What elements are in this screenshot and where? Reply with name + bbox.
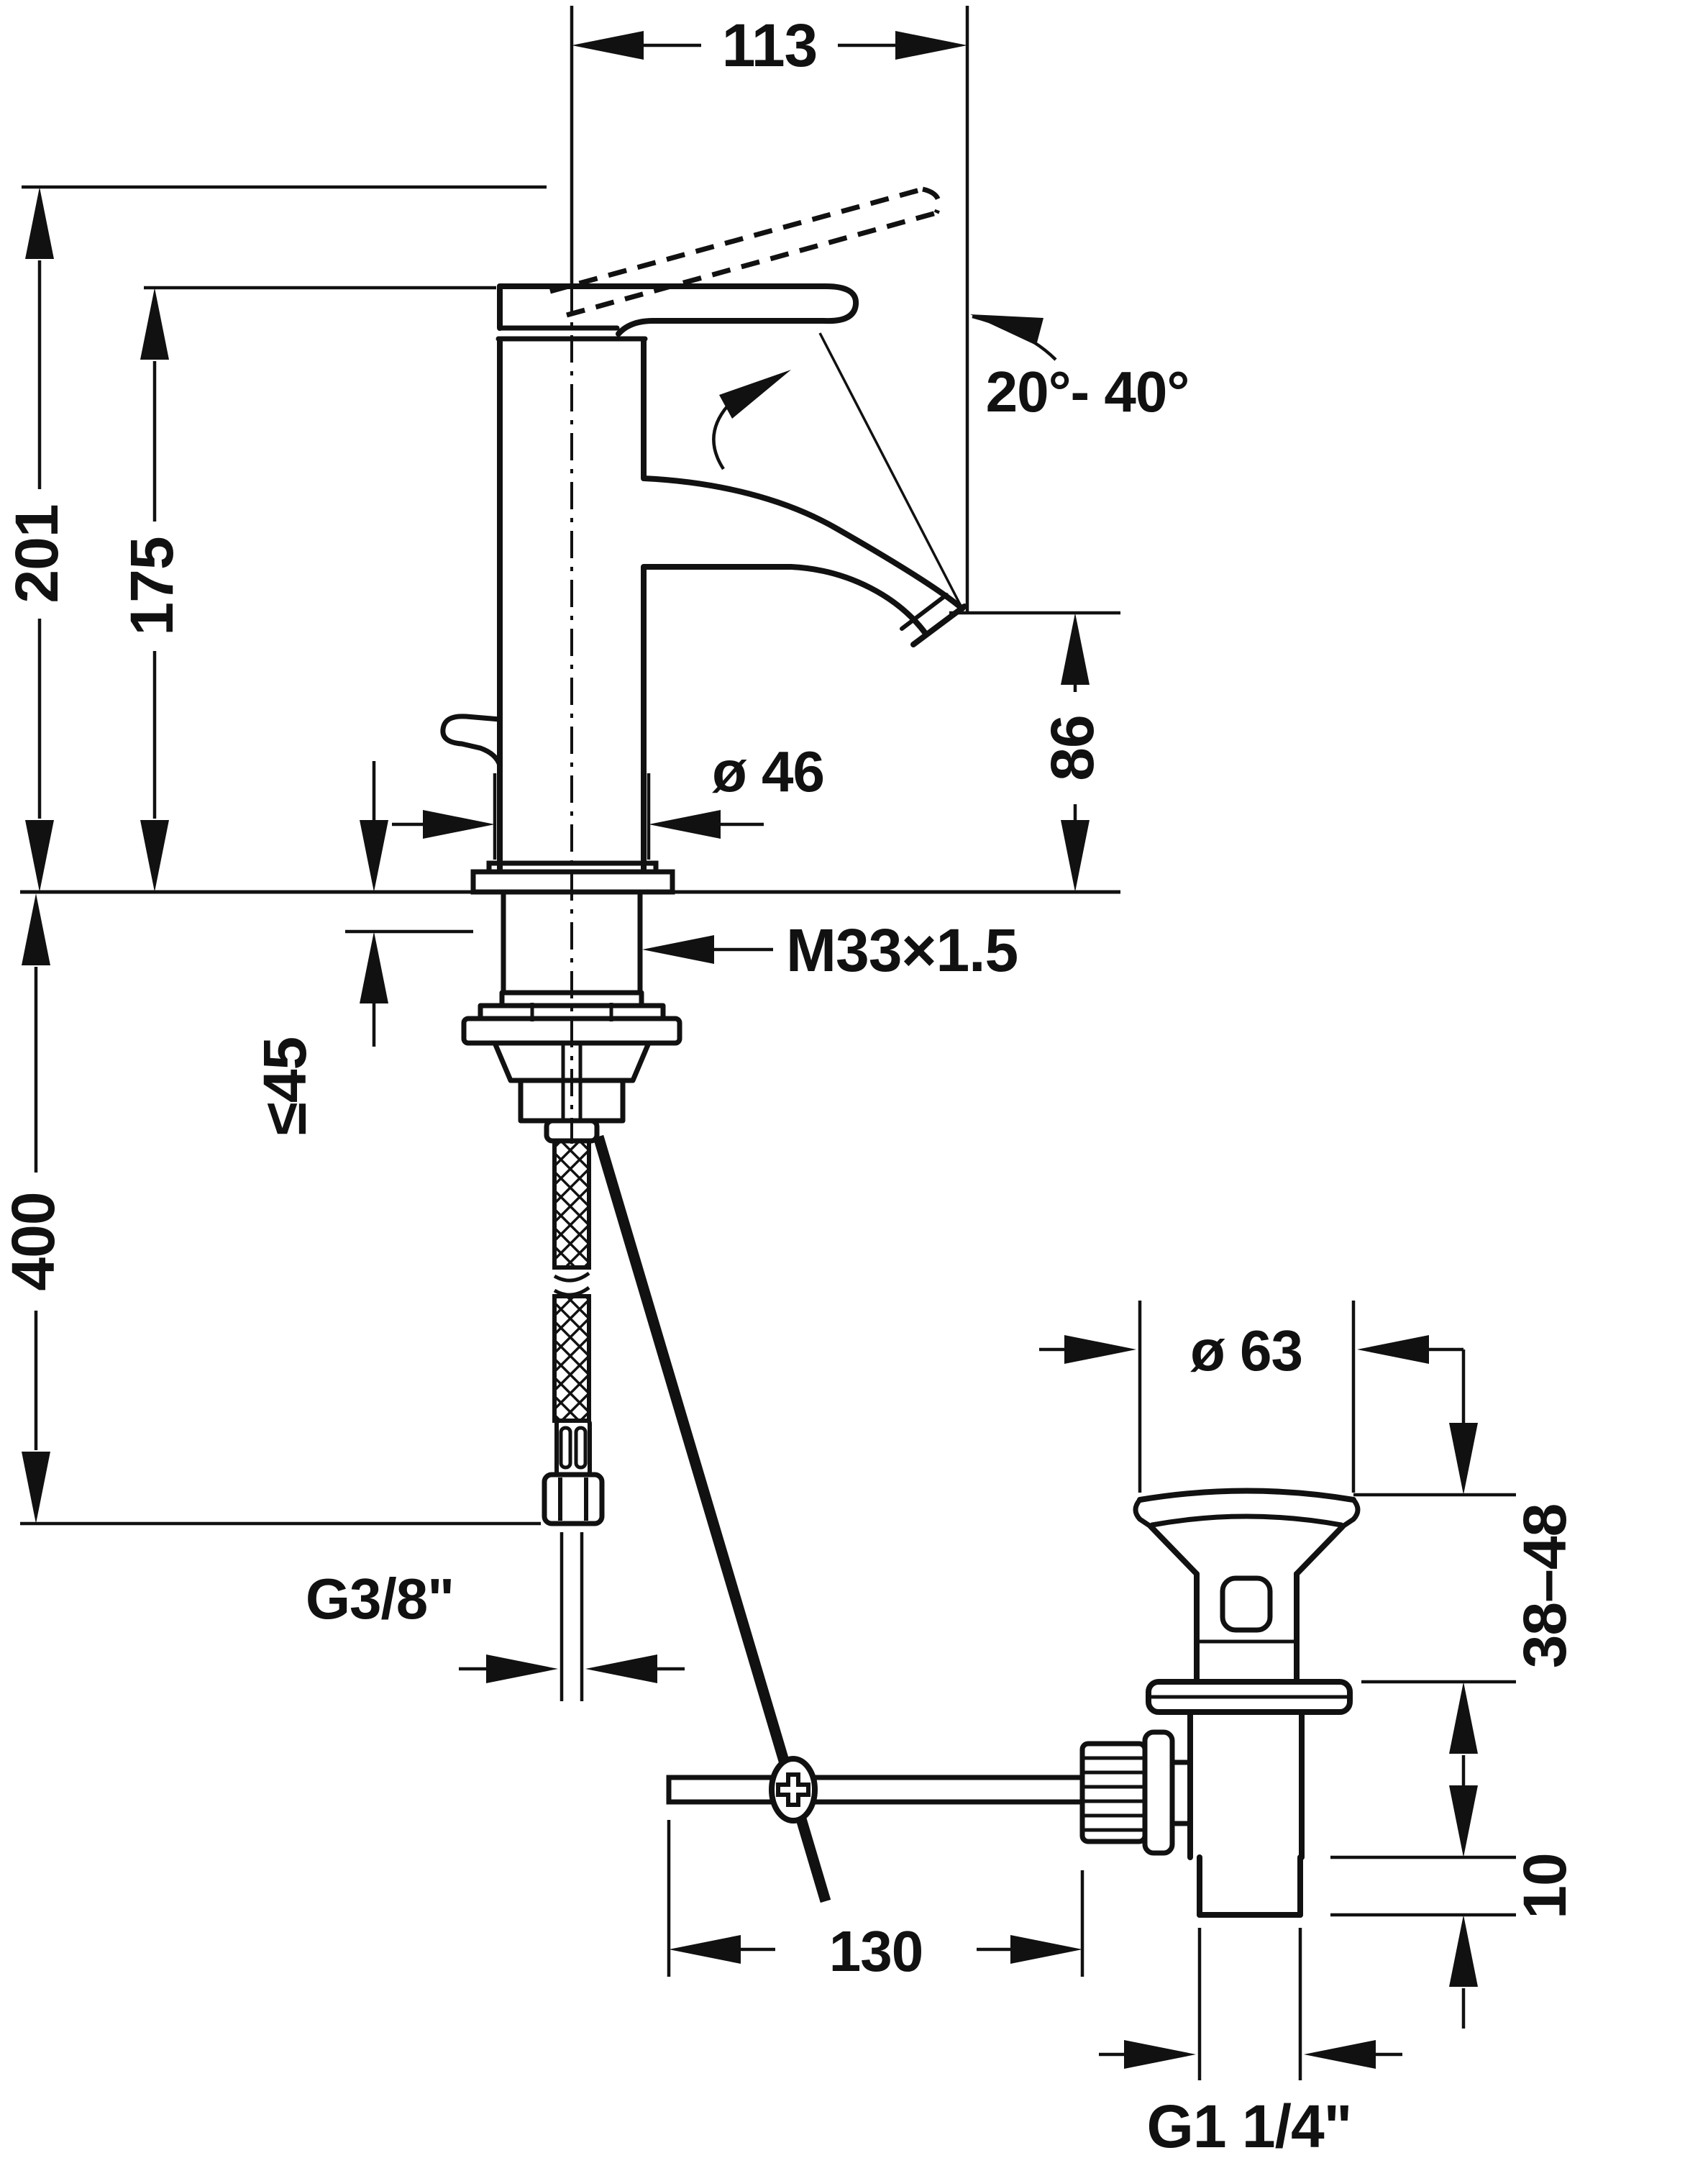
arrowhead-down-icon [140, 820, 169, 892]
arrowhead-left-icon [1357, 1335, 1429, 1364]
horizontal-rod [666, 1775, 1085, 1805]
arrowhead-right-icon [1124, 2040, 1196, 2069]
base-flange [470, 860, 675, 895]
arrowhead-right-icon [486, 1654, 558, 1683]
dim-86-label: 86 [1038, 715, 1106, 780]
overflow-slot [1220, 1575, 1273, 1633]
dim-113-label: 113 [722, 12, 818, 79]
arrowhead-left-icon [642, 935, 714, 964]
arrowhead-right-icon [1010, 1935, 1082, 1964]
pop-up-linkage [593, 1134, 1085, 1903]
dim-3848-label: 38–48 [1511, 1504, 1579, 1669]
arrowhead-left-icon [1304, 2040, 1376, 2069]
pivot-screw-icon [776, 1772, 810, 1807]
dim-g114-label: G1 1/4" [1147, 2093, 1352, 2158]
dim-max-deck-thickness: ≤45 [251, 761, 388, 1135]
arrowhead-up-icon [360, 932, 388, 1003]
dim-130-label: 130 [829, 1919, 923, 1983]
arrowhead-up-icon [140, 288, 169, 360]
arrowhead-up-icon [1449, 1682, 1478, 1754]
dim-mount-thread: M33×1.5 [642, 916, 1018, 984]
dim-body-diameter: ø 46 [392, 739, 825, 860]
arrowhead-left-icon [572, 31, 644, 60]
pop-up-drain [1133, 1488, 1361, 1918]
arrowhead-right-icon [895, 31, 967, 60]
drain-adjustment-knob [1079, 1729, 1190, 1856]
dim-175-label: 175 [118, 537, 186, 635]
supply-hose [542, 1139, 605, 1526]
handle-angle-annotation: 20°- 40° [712, 314, 1189, 609]
dim-waste-thread: G1 1/4" [1099, 1928, 1402, 2158]
mount-thread [501, 892, 643, 993]
arrowhead-down-icon [1061, 820, 1090, 892]
arrowhead-up-icon [1449, 1915, 1478, 1987]
dim-dia63-label: ø 63 [1190, 1319, 1302, 1383]
dim-g38-label: G3/8" [306, 1567, 454, 1631]
faucet-handle [495, 283, 859, 342]
arrowhead-down-icon [25, 820, 54, 892]
dim-400-label: 400 [0, 1192, 67, 1290]
dim-angle-label: 20°- 40° [986, 360, 1189, 424]
arrowhead-down-icon [360, 820, 388, 892]
hose-nut [542, 1472, 605, 1526]
dim-spout-projection: 113 [572, 6, 969, 613]
leader-arrowhead-icon [970, 314, 1043, 345]
dim-10-label: 10 [1511, 1853, 1579, 1918]
dim-le45-label: ≤45 [251, 1037, 319, 1136]
angle-reference-line [818, 332, 964, 609]
dim-body-height: 175 [118, 288, 186, 892]
arrowhead-left-icon [585, 1654, 657, 1683]
pop-up-rod-port [440, 714, 503, 767]
arrowhead-down-icon [1449, 1423, 1478, 1495]
dim-rod-offset: 130 [667, 1820, 1084, 1983]
arrowhead-left-icon [649, 810, 721, 839]
leader-arrowhead-icon [719, 370, 791, 419]
dim-tailpiece-gap: 10 [1330, 1785, 1579, 2029]
dim-clamping-range: 38–48 [1353, 1349, 1579, 1785]
dim-hose-length: 400 [0, 893, 541, 1526]
dim-supply-thread: G3/8" [306, 1532, 685, 1701]
arrowhead-right-icon [423, 810, 495, 839]
dim-waste-flange-diameter: ø 63 [1039, 1301, 1463, 1493]
arrowhead-down-icon [1449, 1785, 1478, 1857]
arrowhead-right-icon [1064, 1335, 1136, 1364]
handle-raised-dashed [549, 186, 941, 318]
arrowhead-down-icon [22, 1452, 50, 1524]
arrowhead-left-icon [669, 1935, 741, 1964]
dim-201-label: 201 [3, 504, 70, 603]
faucet-body [497, 339, 647, 872]
arrowhead-up-icon [22, 893, 50, 965]
dim-dia46-label: ø 46 [712, 739, 824, 803]
arrowhead-up-icon [25, 187, 54, 259]
dim-spout-height: 86 [949, 611, 1120, 892]
dim-m33-label: M33×1.5 [786, 916, 1018, 984]
arrowhead-up-icon [1061, 613, 1090, 685]
dim-total-height: 201 [3, 187, 70, 892]
